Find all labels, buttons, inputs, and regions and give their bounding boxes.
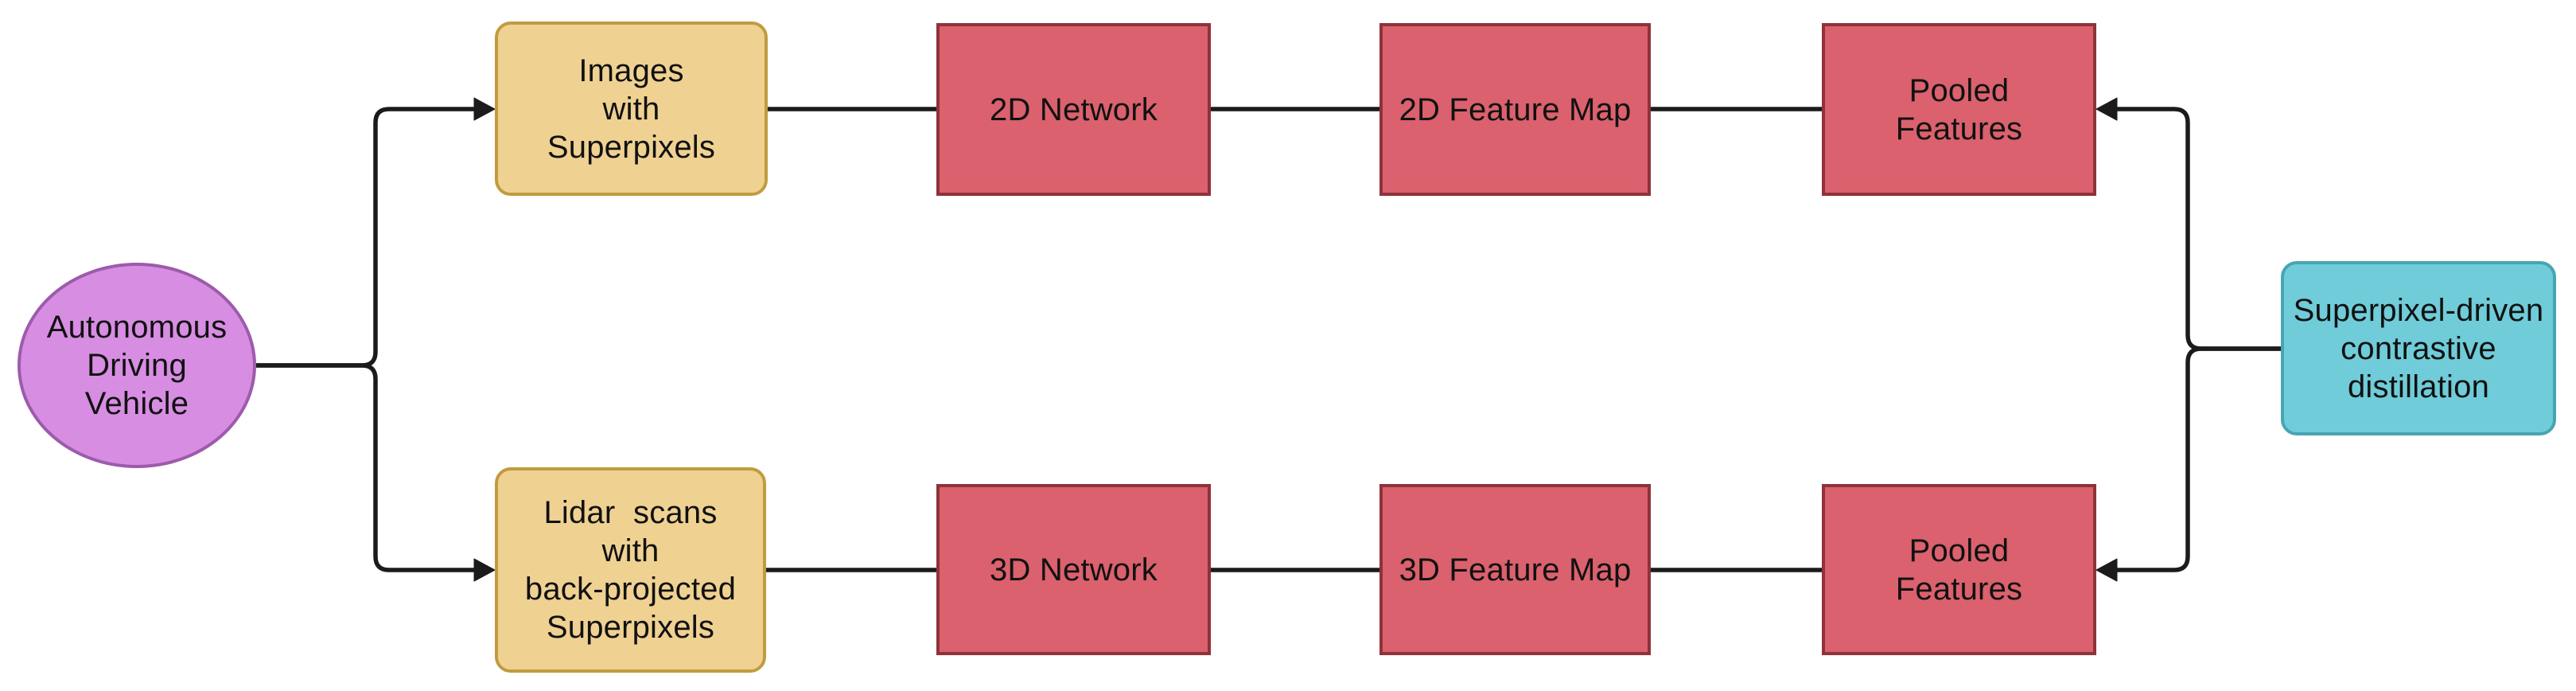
node-3d-feature-map: 3D Feature Map bbox=[1379, 484, 1651, 655]
node-superpixel-driven-contrastive-distillation: Superpixel-driven contrastive distillati… bbox=[2281, 261, 2556, 435]
node-label-images-with-superpixels: Images with Superpixels bbox=[547, 53, 716, 165]
node-label-pooled-features-top: Pooled Features bbox=[1895, 72, 2023, 146]
node-pooled-features-bottom: Pooled Features bbox=[1822, 484, 2096, 655]
connector-distillation-to-pooled-top bbox=[2115, 107, 2281, 351]
node-2d-network: 2D Network bbox=[936, 23, 1211, 196]
node-lidar-scans-with-back-projected-superpixels: Lidar scans with back-projected Superpix… bbox=[495, 467, 766, 673]
node-3d-network: 3D Network bbox=[936, 484, 1211, 655]
node-label-2d-feature-map: 2D Feature Map bbox=[1399, 92, 1632, 127]
node-2d-feature-map: 2D Feature Map bbox=[1379, 23, 1651, 196]
node-autonomous-driving-vehicle: Autonomous Driving Vehicle bbox=[18, 263, 256, 468]
node-label-autonomous-driving-vehicle: Autonomous Driving Vehicle bbox=[46, 310, 228, 421]
arrowhead-into-images-icon bbox=[473, 97, 496, 121]
node-label-lidar-scans: Lidar scans with back-projected Superpix… bbox=[524, 495, 737, 645]
arrowhead-into-lidar-icon bbox=[473, 558, 496, 582]
arrowhead-into-pooled-top-icon bbox=[2095, 97, 2118, 121]
node-label-3d-feature-map: 3D Feature Map bbox=[1399, 552, 1632, 588]
node-label-3d-network: 3D Network bbox=[990, 552, 1158, 588]
node-label-superpixel-driven-contrastive-distillation: Superpixel-driven contrastive distillati… bbox=[2293, 292, 2544, 404]
node-label-2d-network: 2D Network bbox=[990, 92, 1158, 127]
connector-vehicle-to-lidar bbox=[256, 363, 477, 572]
arrowhead-into-pooled-bottom-icon bbox=[2095, 558, 2118, 582]
node-pooled-features-top: Pooled Features bbox=[1822, 23, 2096, 196]
node-images-with-superpixels: Images with Superpixels bbox=[495, 21, 768, 196]
connector-vehicle-to-images bbox=[256, 107, 477, 368]
node-label-pooled-features-bottom: Pooled Features bbox=[1895, 533, 2023, 607]
connector-distillation-to-pooled-bottom bbox=[2115, 346, 2281, 572]
